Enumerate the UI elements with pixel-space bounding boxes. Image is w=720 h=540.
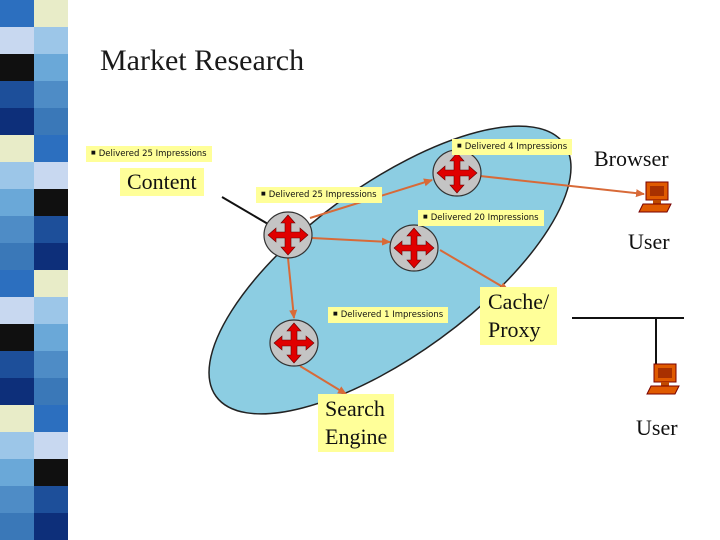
stripe-cell — [34, 243, 68, 270]
stripe-cell — [0, 81, 34, 108]
impressions-tag-browser: Delivered 4 Impressions — [452, 139, 573, 155]
stripe-cell — [34, 513, 68, 540]
stripe-cell — [34, 297, 68, 324]
stripe-cell — [0, 513, 34, 540]
user-label-top: User — [628, 229, 670, 254]
arrow-router-a-to-d — [287, 257, 298, 319]
browser-label: Browser — [594, 146, 669, 171]
stripe-cell — [0, 378, 34, 405]
stripe-cell — [34, 351, 68, 378]
stripe-cell — [34, 108, 68, 135]
arrow-router-c-to-cache — [439, 249, 509, 291]
arrow-router-a-to-c — [311, 237, 391, 246]
stripe-cell — [34, 135, 68, 162]
router-icon — [389, 224, 439, 272]
slide-title: Market Research — [100, 44, 305, 77]
stripe-cell — [0, 0, 34, 27]
stripe-cell — [0, 405, 34, 432]
stripe-cell — [0, 189, 34, 216]
stripe-cell — [34, 27, 68, 54]
stripe-cell — [34, 216, 68, 243]
arrow-router-d-to-search — [299, 365, 347, 395]
impressions-tag-router: Delivered 25 Impressions — [256, 187, 382, 203]
impressions-tag-cache: Delivered 20 Impressions — [418, 210, 544, 226]
computer-icon — [638, 181, 672, 213]
stripe-cell — [0, 108, 34, 135]
cache-proxy-label: Cache/ Proxy — [480, 287, 558, 345]
stripe-cell — [0, 351, 34, 378]
router-icon — [432, 149, 482, 197]
stripe-cell — [0, 243, 34, 270]
decorative-stripe — [0, 0, 68, 540]
user-label-bottom: User — [636, 415, 678, 440]
stripe-cell — [0, 297, 34, 324]
router-icon — [263, 211, 313, 259]
stripe-cell — [34, 432, 68, 459]
stripe-cell — [0, 324, 34, 351]
stripe-cell — [34, 378, 68, 405]
computer-icon — [646, 363, 680, 395]
stripe-cell — [0, 135, 34, 162]
stripe-cell — [0, 432, 34, 459]
cache-proxy-line1: Cache/ — [488, 289, 550, 314]
stripe-cell — [0, 459, 34, 486]
search-engine-line2: Engine — [325, 424, 388, 449]
router-icon — [269, 319, 319, 367]
stripe-cell — [34, 270, 68, 297]
arrow-router-b-to-browser — [479, 175, 645, 198]
impressions-tag-search: Delivered 1 Impressions — [328, 307, 449, 323]
stripe-cell — [34, 459, 68, 486]
cache-proxy-line2: Proxy — [488, 317, 541, 342]
stripe-cell — [34, 162, 68, 189]
search-engine-line1: Search — [325, 396, 385, 421]
impressions-tag-content: Delivered 25 Impressions — [86, 146, 212, 162]
stripe-cell — [34, 324, 68, 351]
link-content-router — [221, 196, 269, 225]
stripe-cell — [0, 54, 34, 81]
stripe-cell — [34, 54, 68, 81]
stripe-cell — [34, 189, 68, 216]
stripe-cell — [34, 486, 68, 513]
stripe-cell — [34, 81, 68, 108]
stripe-cell — [0, 216, 34, 243]
stripe-cell — [0, 162, 34, 189]
stripe-cell — [0, 270, 34, 297]
search-engine-label: Search Engine — [318, 394, 395, 452]
stripe-cell — [34, 0, 68, 27]
stripe-cell — [34, 405, 68, 432]
stripe-cell — [0, 27, 34, 54]
stripe-cell — [0, 486, 34, 513]
content-label: Content — [120, 168, 204, 196]
